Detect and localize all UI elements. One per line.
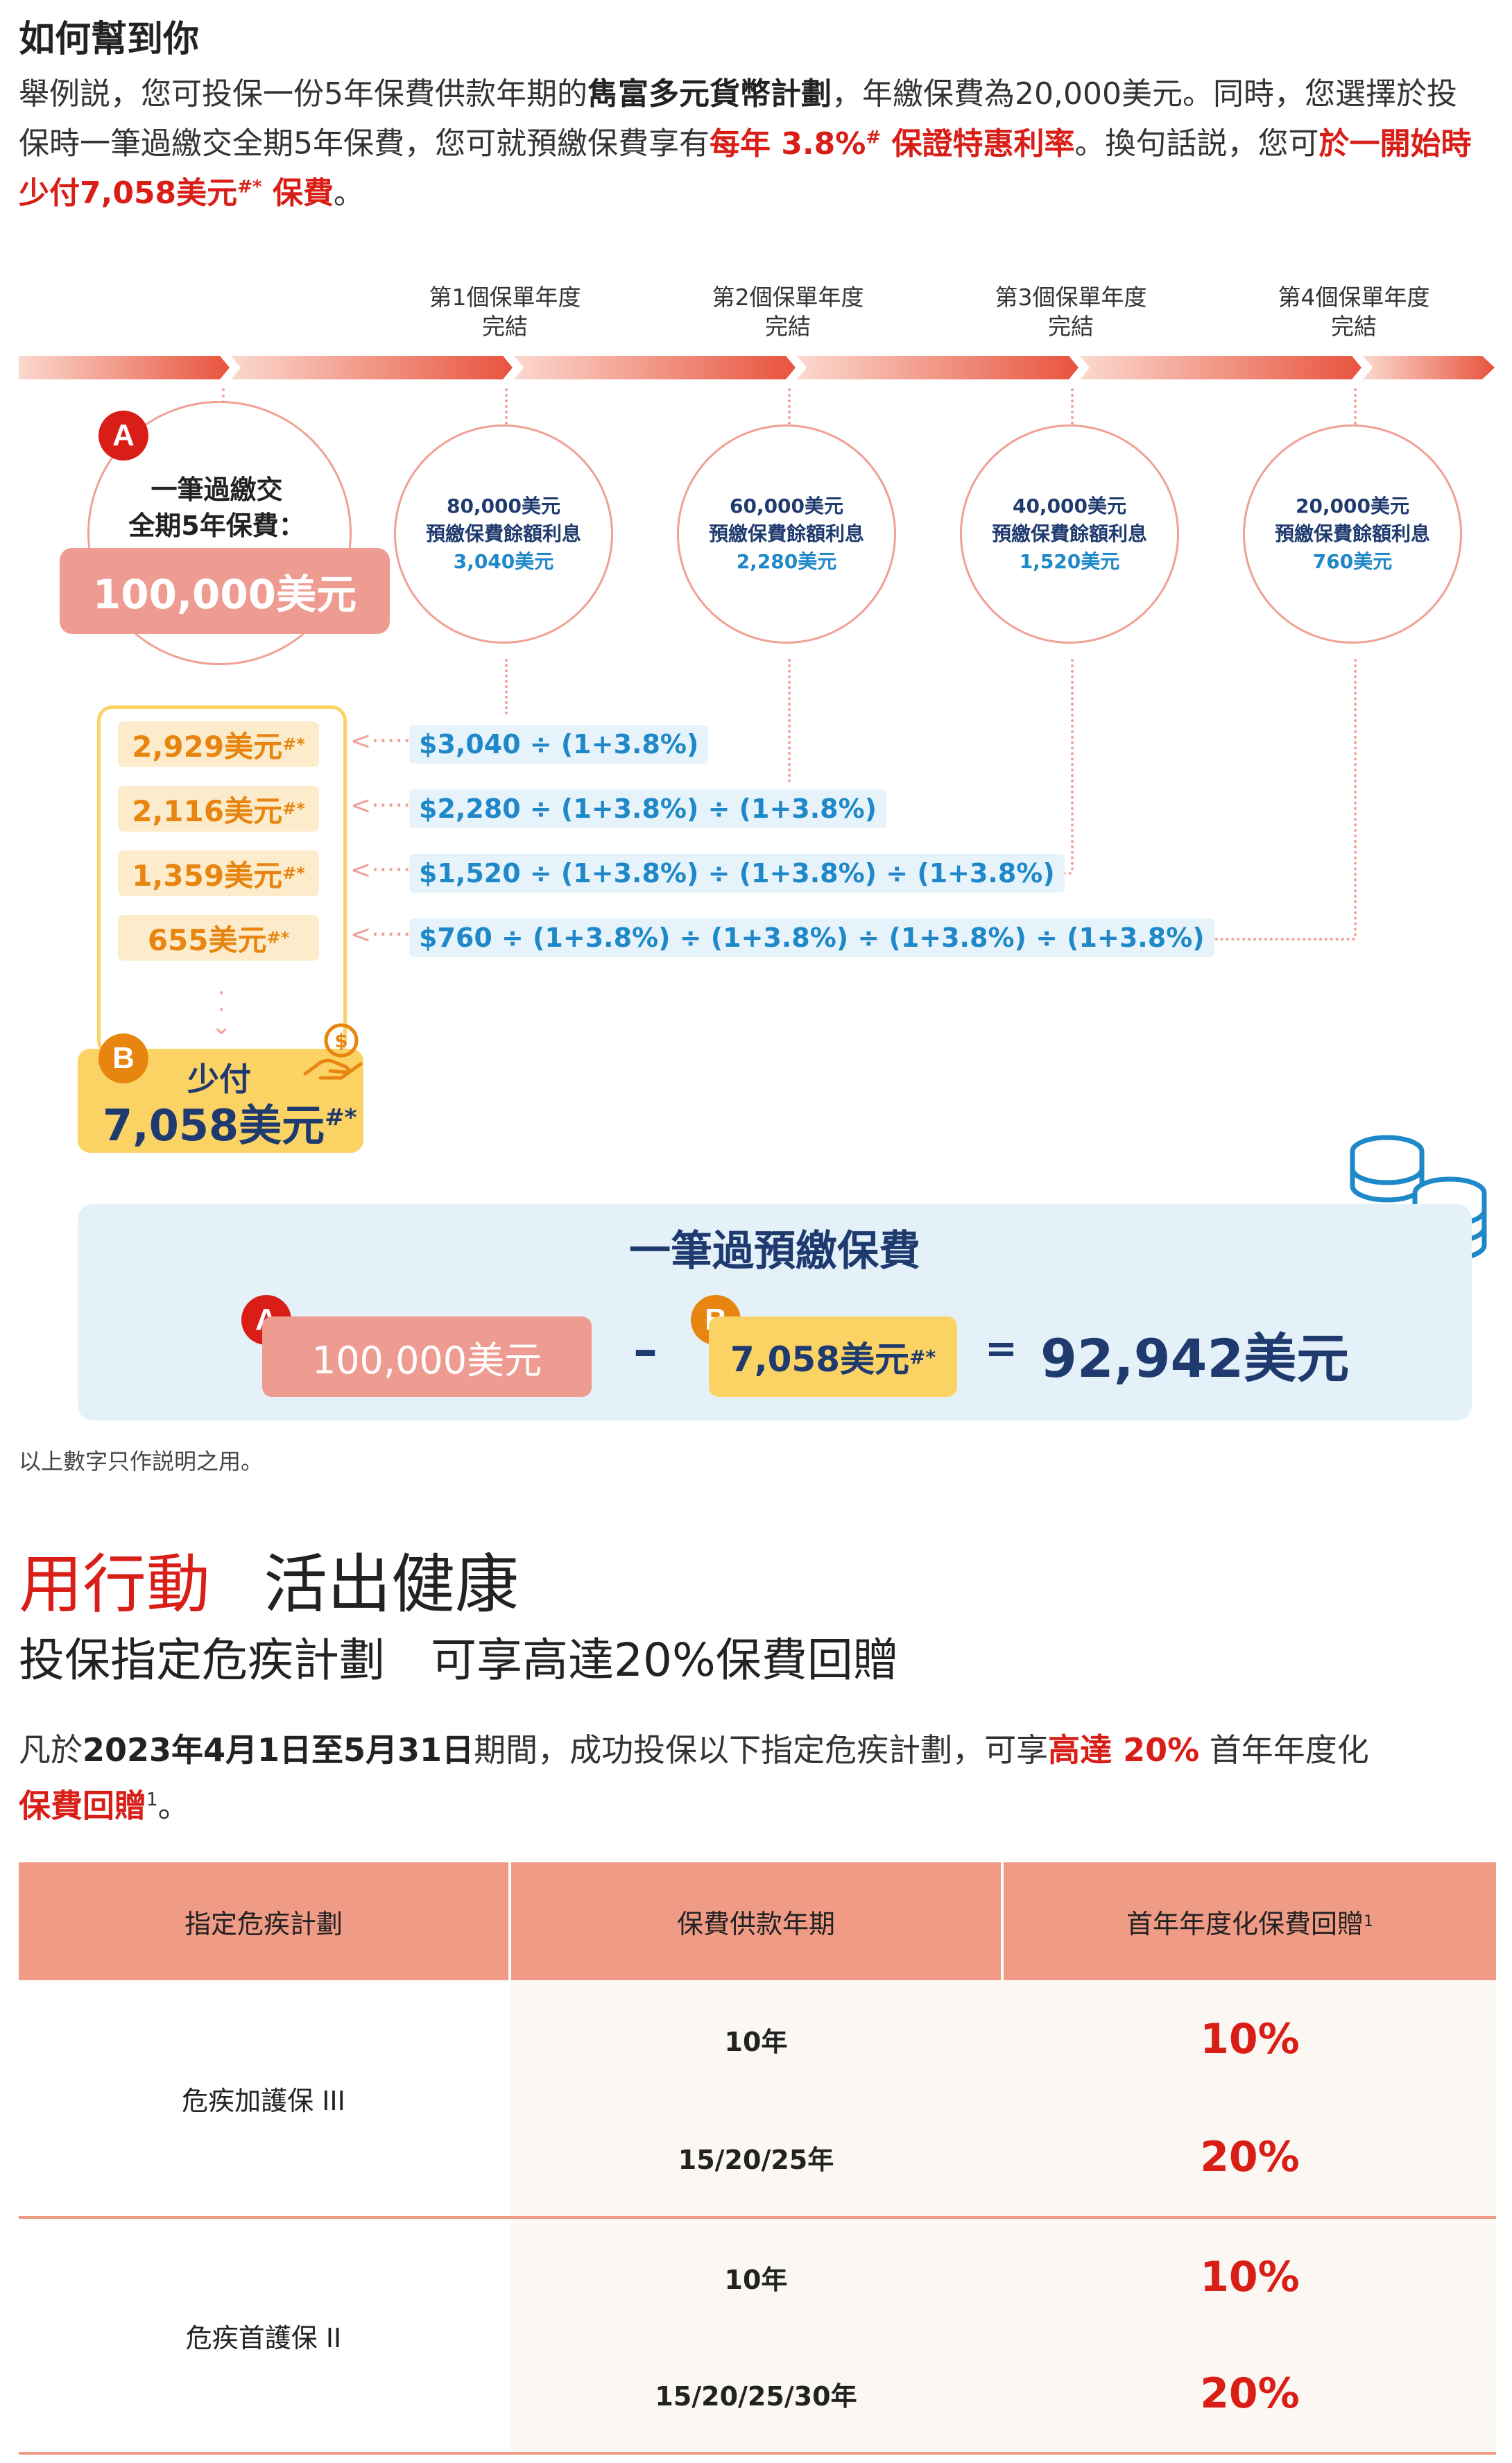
minus-sign: – <box>633 1321 658 1378</box>
term-cell: 10年 <box>724 2264 788 2295</box>
promo-paragraph: 凡於2023年4月1日至5月31日期間，成功投保以下指定危疾計劃，可享高達 20… <box>19 1731 1369 1825</box>
column-divider <box>508 1980 510 2216</box>
column-divider <box>508 2219 510 2452</box>
discounted-value-3: 1,359美元#* <box>118 850 319 896</box>
saving-label: 少付 <box>187 1061 251 1098</box>
connector <box>1071 388 1074 424</box>
plan-name-cell: 危疾加護保 III <box>182 2085 345 2116</box>
lump-sum-label: 一筆過繳交全期5年保費： <box>128 474 305 541</box>
row-divider <box>19 2216 1496 2219</box>
rebate-cell: 10% <box>1200 2015 1300 2063</box>
rebate-cell: 20% <box>1200 2369 1300 2418</box>
row-background <box>511 1980 1496 2216</box>
intro-text-4: 。 <box>333 175 364 212</box>
connector <box>788 388 791 424</box>
term-cell: 10年 <box>724 2026 788 2057</box>
intro-text-2: ，年繳保費為20,000美元。同時，您選擇於投保時一筆過繳交全期5年保費，您可就… <box>19 76 1457 162</box>
milestone-year-4: 第4個保單年度完結 <box>1278 284 1430 340</box>
discounted-value-4: 655美元#* <box>118 915 319 961</box>
promo-title: 活出健康 <box>264 1547 519 1622</box>
plan-name: 雋富多元貨幣計劃 <box>587 76 832 112</box>
dotted-arrow-left-icon: <····· <box>350 791 411 820</box>
term-cell: 15/20/25年 <box>678 2144 834 2175</box>
plan-name-cell: 危疾首護保 II <box>185 2322 342 2353</box>
summary-result: 92,942美元 <box>1040 1328 1350 1389</box>
equals-sign: = <box>985 1326 1017 1371</box>
intro-text-1: 舉例説，您可投保一份5年保費供款年期的 <box>19 76 587 112</box>
term-cell: 15/20/25/30年 <box>655 2380 857 2412</box>
badge-a: A <box>98 411 148 461</box>
table-header: 保費供款年期 <box>511 1862 1001 1980</box>
milestone-year-3: 第3個保單年度完結 <box>995 284 1147 340</box>
dotted-arrow-left-icon: <····· <box>350 856 411 884</box>
intro-paragraph: 舉例説，您可投保一份5年保費供款年期的雋富多元貨幣計劃，年繳保費為20,000美… <box>19 73 1482 215</box>
rebate-cell: 20% <box>1200 2133 1300 2181</box>
connector <box>788 659 791 782</box>
milestone-year-2: 第2個保單年度完結 <box>712 284 864 340</box>
rate-highlight: 每年 3.8%# 保證特惠利率 <box>710 126 1075 162</box>
dotted-arrow-down-icon: ··⌄ <box>212 979 232 1040</box>
connector <box>1071 659 1074 870</box>
discounted-value-1: 2,929美元#* <box>118 721 319 767</box>
discount-formula-2: $2,280 ÷ (1+3.8%) ÷ (1+3.8%) <box>409 789 887 828</box>
lump-sum-amount: 100,000美元 <box>60 548 390 634</box>
svg-text:$: $ <box>334 1029 347 1052</box>
discount-formula-1: $3,040 ÷ (1+3.8%) <box>409 725 709 764</box>
connector <box>1354 659 1357 936</box>
timeline-arrow-bar <box>19 356 1495 379</box>
section-title: 如何幫到你 <box>19 19 200 60</box>
saving-amount: 7,058美元#* <box>103 1100 357 1151</box>
discount-formula-3: $1,520 ÷ (1+3.8%) ÷ (1+3.8%) ÷ (1+3.8%) <box>409 854 1065 893</box>
disclaimer: 以上數字只作説明之用。 <box>19 1448 264 1475</box>
table-header: 指定危疾計劃 <box>19 1862 508 1980</box>
milestone-year-1: 第1個保單年度完結 <box>429 284 581 340</box>
intro-text-3: 。換句話説，您可 <box>1074 126 1319 162</box>
connector <box>505 388 508 424</box>
rebate-cell: 10% <box>1200 2253 1300 2301</box>
saving-highlight: 於一開始時少付7,058美元#* 保費 <box>19 126 1472 212</box>
promo-title-red: 用行動 <box>19 1547 211 1622</box>
connector <box>222 388 225 409</box>
summary-lump-sum: 100,000美元 <box>262 1316 592 1397</box>
row-divider <box>19 2452 1496 2455</box>
promo-subtitle: 投保指定危疾計劃 可享高達20%保費回贈 <box>19 1633 899 1687</box>
dotted-arrow-left-icon: <····· <box>350 920 411 949</box>
summary-saving: 7,058美元#* <box>709 1316 957 1397</box>
hand-coin-icon: $ <box>303 1023 363 1080</box>
dotted-arrow-left-icon: <····· <box>350 727 411 755</box>
discount-formula-4: $760 ÷ (1+3.8%) ÷ (1+3.8%) ÷ (1+3.8%) ÷ … <box>409 918 1214 957</box>
badge-b: B <box>98 1033 148 1083</box>
discounted-value-2: 2,116美元#* <box>118 786 319 832</box>
connector <box>1354 388 1357 424</box>
row-background <box>511 2219 1496 2452</box>
connector <box>505 659 508 714</box>
summary-title: 一筆過預繳保費 <box>629 1227 920 1276</box>
